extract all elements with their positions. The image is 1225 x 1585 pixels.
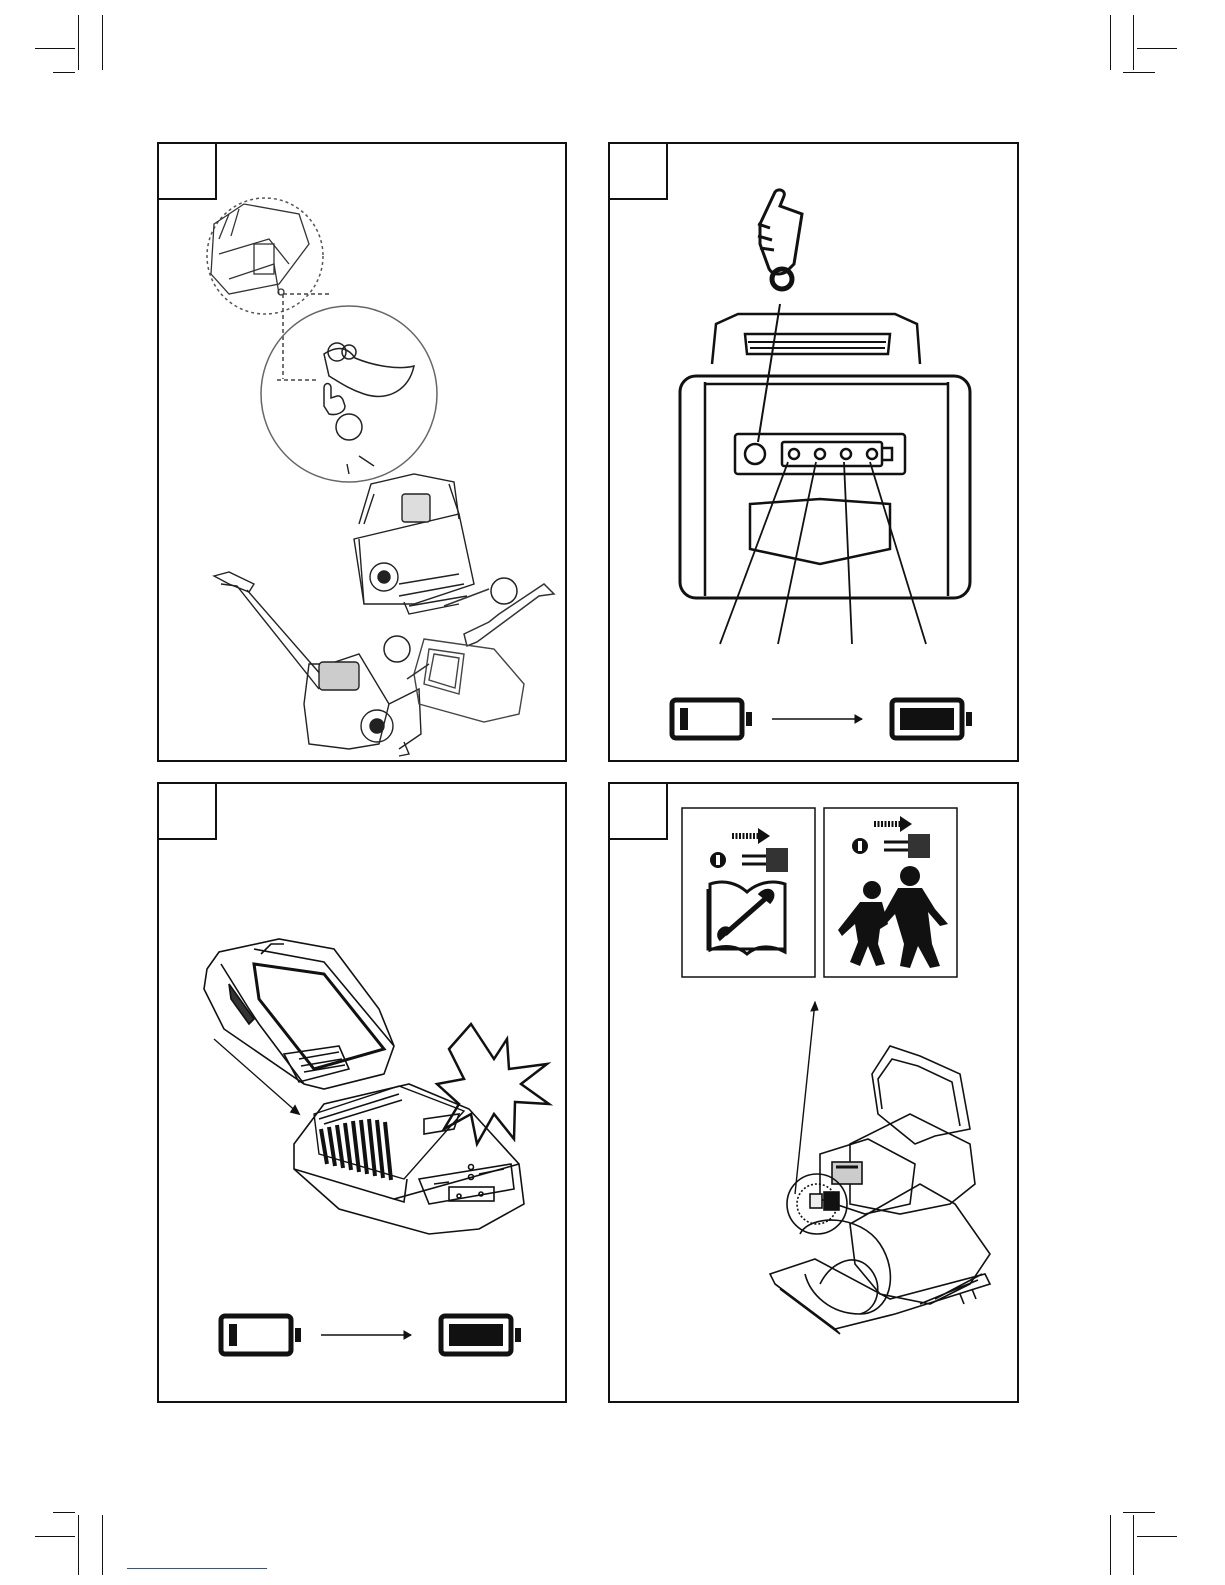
remove-key-icon <box>710 828 788 872</box>
crop-mark <box>1123 72 1155 73</box>
mower-battery-compartment <box>770 1046 990 1334</box>
battery-pack <box>204 939 394 1089</box>
led-4 <box>867 449 877 459</box>
crop-mark <box>78 15 79 70</box>
crop-mark <box>1123 1512 1155 1513</box>
crop-mark <box>35 1536 75 1537</box>
test-button[interactable] <box>745 444 765 464</box>
battery-low-icon <box>672 700 752 738</box>
children-warning-sign <box>824 808 957 977</box>
hook-ring <box>328 343 346 361</box>
grass-bag-hook <box>324 348 414 396</box>
mower-assembly-illustration <box>159 144 567 762</box>
wrench-manual-icon <box>708 882 785 954</box>
panel-battery-indicator <box>608 142 1019 762</box>
leader-arrow-head <box>811 1002 818 1011</box>
crop-mark <box>1110 15 1111 70</box>
crop-mark <box>102 15 103 70</box>
starburst-icon <box>437 1024 549 1144</box>
crop-mark <box>1133 1515 1134 1575</box>
led-3 <box>841 449 851 459</box>
crop-mark <box>1133 15 1134 70</box>
charger <box>294 1084 524 1234</box>
leader-line <box>720 462 788 644</box>
led-1 <box>789 449 799 459</box>
arrow-right-icon <box>321 1331 411 1339</box>
crop-mark <box>102 1515 103 1575</box>
battery-low-icon <box>221 1316 301 1354</box>
footer-link-underline[interactable] <box>127 1568 267 1569</box>
crop-mark <box>78 1515 79 1575</box>
grass-box <box>414 639 524 722</box>
press-finger-icon <box>324 384 345 415</box>
indicator-panel <box>735 434 905 474</box>
zoom-detail-circle <box>261 306 437 482</box>
battery-indicator-illustration <box>610 144 1019 762</box>
panel-safety-key <box>608 782 1019 1403</box>
cooling-vents <box>321 1119 391 1180</box>
battery-full-icon <box>892 700 972 738</box>
crop-mark <box>1137 48 1177 49</box>
press-finger-icon <box>758 190 802 289</box>
arrow-right-icon <box>772 715 862 723</box>
led-2 <box>815 449 825 459</box>
crop-mark <box>1110 1515 1111 1575</box>
insert-arrow <box>214 1039 299 1114</box>
zoom-detail-circle <box>207 198 323 314</box>
handle-bracket-detail <box>211 204 309 295</box>
leader-line <box>870 462 926 644</box>
remove-key-icon <box>852 816 930 858</box>
crop-mark <box>53 72 75 73</box>
leader-line <box>778 462 816 644</box>
panel-charging <box>157 782 567 1403</box>
leader-line <box>758 304 780 442</box>
children-icon <box>838 866 948 968</box>
callout-circle <box>384 636 410 662</box>
mower-with-grass-box <box>214 572 421 756</box>
leader-arrow <box>795 1002 815 1194</box>
safety-key-illustration <box>610 784 1019 1403</box>
charging-illustration <box>159 784 567 1403</box>
battery-full-icon <box>441 1316 521 1354</box>
callout-circle <box>491 578 517 604</box>
leader-line <box>844 462 852 644</box>
crop-mark <box>35 48 75 49</box>
callout-circle <box>336 414 362 440</box>
crop-mark <box>53 1512 75 1513</box>
guide-line <box>277 294 319 380</box>
panel-mower-assembly <box>157 142 567 762</box>
crop-mark <box>1137 1536 1177 1537</box>
